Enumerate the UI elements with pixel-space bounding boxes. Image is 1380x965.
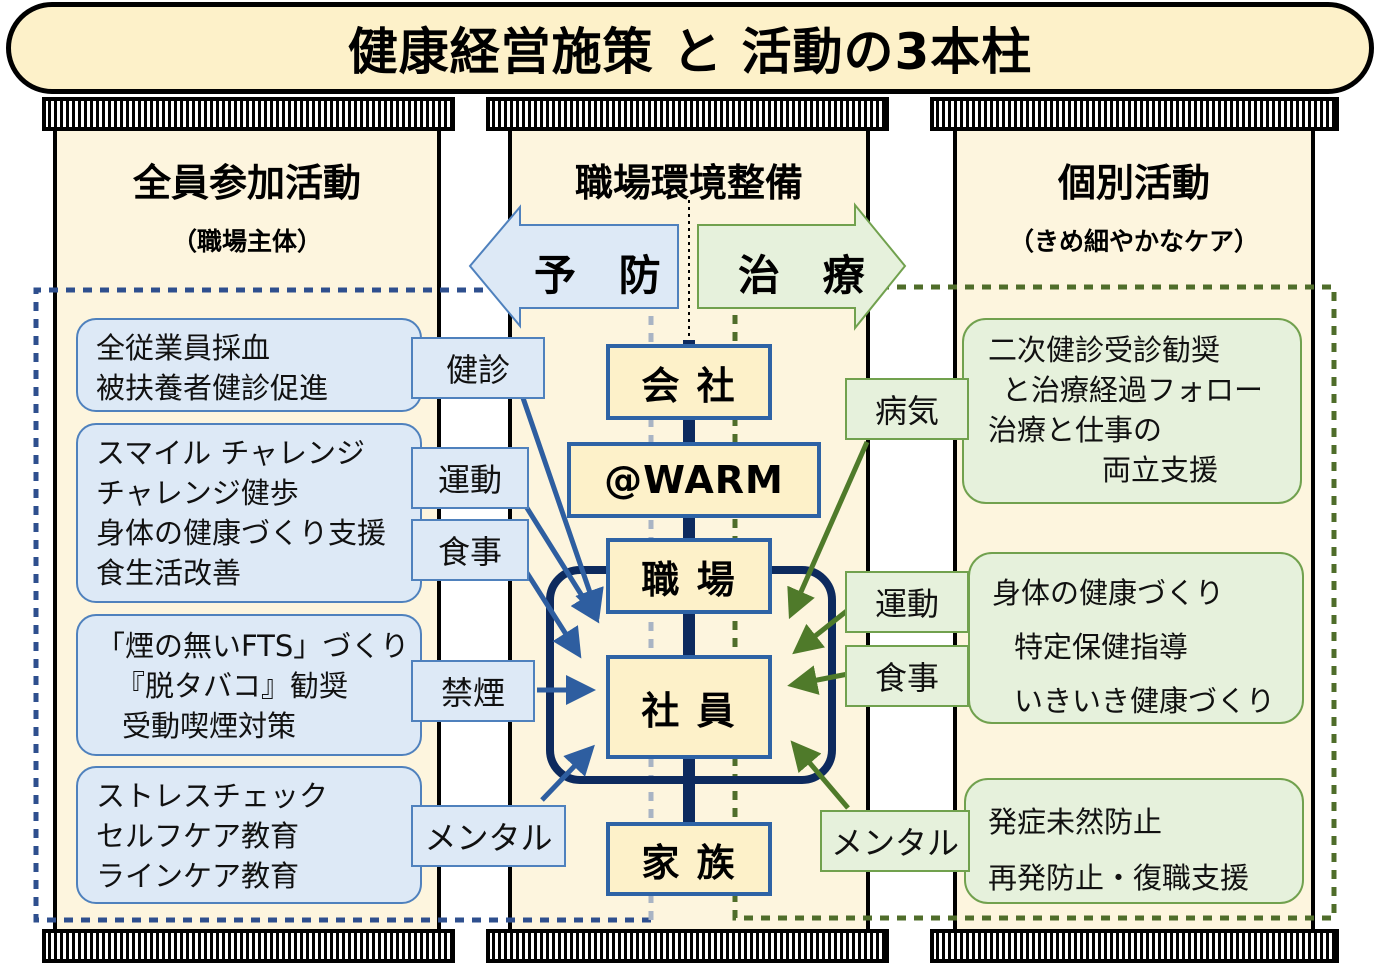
list-item: いきいき健康づくり — [1014, 684, 1276, 718]
list-item: 発症未然防止 — [988, 805, 1163, 839]
right-box-illness: 二次健診受診勧奨 と治療経過フォロー 治療と仕事の 両立支援 — [962, 318, 1302, 504]
arrow-undo-left — [519, 498, 600, 624]
pillar-capitals — [42, 97, 1339, 131]
prevention-arrow — [468, 204, 679, 329]
tag-kinen: 禁煙 — [411, 660, 535, 722]
arrow-undo-right — [792, 608, 850, 655]
list-item: 全従業員採血 — [96, 331, 271, 365]
list-item: 身体の健康づくり支援 — [96, 516, 387, 550]
list-item: ストレスチェック — [96, 779, 329, 813]
arrow-byoki — [787, 440, 870, 620]
list-item: 治療と仕事の — [988, 413, 1163, 447]
diagram-title: 健康経営施策 と 活動の3本柱 — [6, 2, 1374, 94]
list-item: 再発防止・復職支援 — [988, 861, 1250, 895]
pillar-bases — [42, 929, 1339, 963]
right-column-title: 個別活動 — [1057, 161, 1210, 205]
left-column-title: 全員参加活動 — [132, 161, 361, 205]
left-column-subtitle: （職場主体） — [171, 227, 322, 256]
right-box-health: 身体の健康づくり 特定保健指導 いきいき健康づくり — [968, 552, 1304, 724]
left-box-exercise-diet: スマイル チャレンジ チャレンジ健歩 身体の健康づくり支援 食生活改善 — [76, 423, 422, 603]
list-item: と治療経過フォロー — [1002, 373, 1264, 407]
tag-mental-right: メンタル — [820, 810, 970, 872]
left-box-mental: ストレスチェック セルフケア教育 ラインケア教育 — [76, 766, 422, 904]
warm-box: @WARM — [567, 442, 821, 518]
tag-kenshin: 健診 — [411, 337, 545, 399]
tag-shokuji-right: 食事 — [845, 645, 969, 707]
company-box: 会 社 — [606, 344, 772, 420]
center-column-title: 職場環境整備 — [574, 161, 803, 205]
employee-box: 社 員 — [606, 655, 772, 759]
prevention-region-outline — [33, 287, 651, 923]
tag-undo-right: 運動 — [845, 571, 969, 633]
tag-undo-left: 運動 — [411, 447, 529, 509]
list-item: 『脱タバコ』勧奨 — [116, 669, 349, 703]
list-item: 身体の健康づくり — [992, 576, 1225, 610]
list-item: 両立支援 — [1102, 453, 1219, 487]
left-box-checkup: 全従業員採血 被扶養者健診促進 — [76, 318, 422, 412]
tag-shokuji-left: 食事 — [411, 519, 529, 581]
list-item: 受動喫煙対策 — [122, 709, 297, 743]
list-item: 二次健診受診勧奨 — [988, 333, 1221, 367]
arrow-shokuji-right — [787, 665, 849, 695]
tag-mental-left: メンタル — [411, 805, 566, 867]
list-item: スマイル チャレンジ — [96, 436, 366, 470]
list-item: ラインケア教育 — [96, 859, 300, 893]
list-item: チャレンジ健歩 — [96, 476, 299, 510]
right-column-subtitle: （きめ細やかなケア） — [1008, 227, 1259, 256]
right-box-mental: 発症未然防止 再発防止・復職支援 — [964, 778, 1304, 904]
tag-byoki: 病気 — [845, 378, 969, 440]
treatment-label: 治 療 — [738, 251, 879, 300]
arrow-mental-right — [790, 740, 850, 810]
arrow-kenshin — [519, 394, 604, 620]
list-item: セルフケア教育 — [96, 819, 300, 853]
prevention-label: 予 防 — [534, 251, 675, 300]
workplace-box: 職 場 — [606, 538, 772, 614]
arrow-mental-left — [540, 744, 595, 802]
list-item: 食生活改善 — [96, 556, 242, 590]
arrow-shokuji-left — [519, 563, 582, 659]
list-item: 「煙の無いFTS」づくり — [96, 629, 410, 663]
left-box-nonsmoking: 「煙の無いFTS」づくり 『脱タバコ』勧奨 受動喫煙対策 — [76, 614, 422, 756]
family-box: 家 族 — [606, 822, 772, 896]
treatment-arrow — [697, 202, 907, 331]
list-item: 特定保健指導 — [1014, 630, 1189, 664]
list-item: 被扶養者健診促進 — [96, 371, 329, 405]
